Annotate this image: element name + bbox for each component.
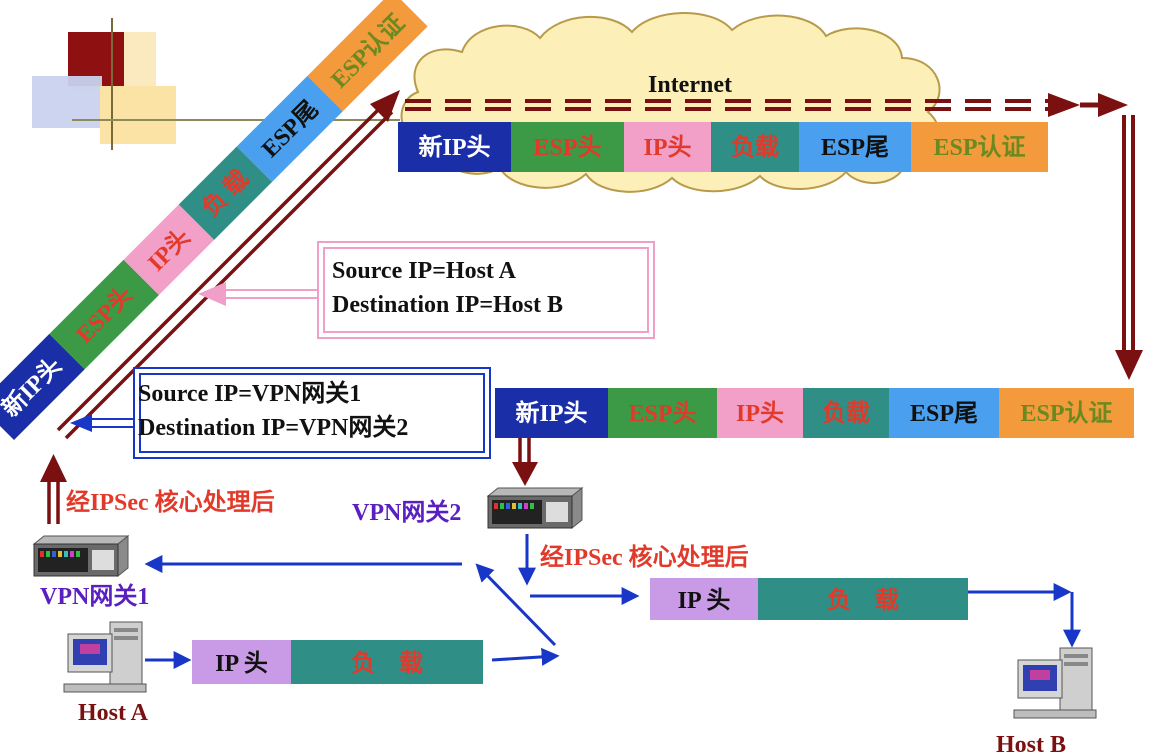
blue-flow-arrows (144, 534, 1081, 669)
packet-plain-left: IP 头 负 载 (192, 640, 483, 684)
packet-mid-seg-5 (999, 388, 1134, 438)
vpn-gateway2-device (486, 486, 584, 530)
packet-mid-seg-3 (803, 388, 889, 438)
host-b-computer-icon (1013, 647, 1097, 719)
packet-top-seg-5 (911, 122, 1048, 172)
process-label-left: 经IPSec 核心处理后 (66, 488, 275, 516)
right-down-arrowhead (1115, 350, 1143, 380)
packet-mid-seg-2 (717, 388, 803, 438)
gateway1-label: VPN网关1 (40, 583, 149, 610)
packet-top-label-4: ESP尾 (821, 135, 889, 161)
packet-mid: 新IP头 ESP头 IP头 负载 ESP尾 ESP认证 (495, 388, 1134, 438)
packet-mid-label-0: 新IP头 (516, 399, 588, 427)
packet-mid-label-1: ESP头 (628, 400, 696, 427)
host-a-label: Host A (78, 700, 149, 726)
outer-box-line-1: Source IP=VPN网关1 (138, 380, 361, 407)
packet-diag-seg-1 (49, 259, 159, 370)
outer-box-pointer-arrow (70, 414, 134, 432)
vpn-gateway1-device (32, 534, 130, 578)
inner-box-pointer-arrow (198, 282, 318, 306)
outer-box-line-2: Destination IP=VPN网关2 (138, 414, 408, 441)
packet-mid-label-2: IP头 (736, 400, 784, 427)
plain-right-ip: IP 头 (678, 587, 731, 614)
diag-arrow-line-2 (64, 110, 394, 440)
tunnel-arrowhead-1 (1048, 93, 1080, 117)
packet-top-label-3: 负载 (731, 134, 779, 161)
packet-top-seg-3 (711, 122, 799, 172)
packet-mid-seg-4 (889, 388, 999, 438)
packet-top-seg-0 (398, 122, 511, 172)
diag-arrow-line-1 (56, 102, 386, 432)
packet-plain-right: IP 头 负 载 (650, 578, 968, 620)
plain-left-payload: 负 载 (351, 650, 423, 677)
packet-diagonal: 新IP头 ESP头 IP头 负 载 ESP尾 ESP认证 (0, 0, 428, 440)
diag-arrowhead (370, 90, 400, 122)
packet-diag-seg-3 (178, 146, 273, 240)
packet-mid-seg-0 (495, 388, 608, 438)
packet-top-label-2: IP头 (644, 134, 692, 161)
packet-mid-label-5: ESP认证 (1020, 400, 1112, 427)
plain-left-ip: IP 头 (215, 650, 268, 677)
process-label-right: 经IPSec 核心处理后 (540, 543, 749, 571)
packet-top-seg-2 (624, 122, 711, 172)
packet-diag-seg-0 (0, 333, 85, 440)
outer-ip-box: Source IP=VPN网关1 Destination IP=VPN网关2 (133, 367, 491, 459)
host-b-label: Host B (996, 732, 1066, 756)
packet-mid-seg-1 (608, 388, 717, 438)
gateway2-label: VPN网关2 (352, 499, 461, 526)
packet-mid-label-4: ESP尾 (910, 401, 978, 427)
packet-top-label-1: ESP头 (533, 134, 601, 161)
packet-diag-seg-5 (307, 0, 428, 112)
mid-to-gateway2-arrow (512, 438, 538, 486)
gateway1-up-arrow (40, 454, 67, 524)
tunnel-arrowhead-2 (1098, 93, 1128, 117)
inner-box-line-2: Destination IP=Host B (332, 292, 563, 318)
inner-box-line-1: Source IP=Host A (332, 258, 517, 284)
plain-right-payload: 负 载 (827, 587, 899, 614)
packet-top-label-0: 新IP头 (419, 133, 491, 161)
inner-ip-box: Source IP=Host A Destination IP=Host B (317, 241, 655, 339)
packet-top-label-5: ESP认证 (933, 134, 1025, 161)
packet-mid-label-3: 负载 (822, 400, 870, 427)
decorative-squares (32, 18, 400, 150)
packet-top: 新IP头 ESP头 IP头 负载 ESP尾 ESP认证 (398, 122, 1048, 172)
packet-diag-seg-2 (123, 204, 215, 296)
host-a-computer-icon (63, 621, 147, 693)
internet-label: Internet (648, 72, 732, 98)
packet-top-seg-4 (799, 122, 911, 172)
packet-diag-seg-4 (236, 75, 343, 182)
packet-top-seg-1 (511, 122, 624, 172)
